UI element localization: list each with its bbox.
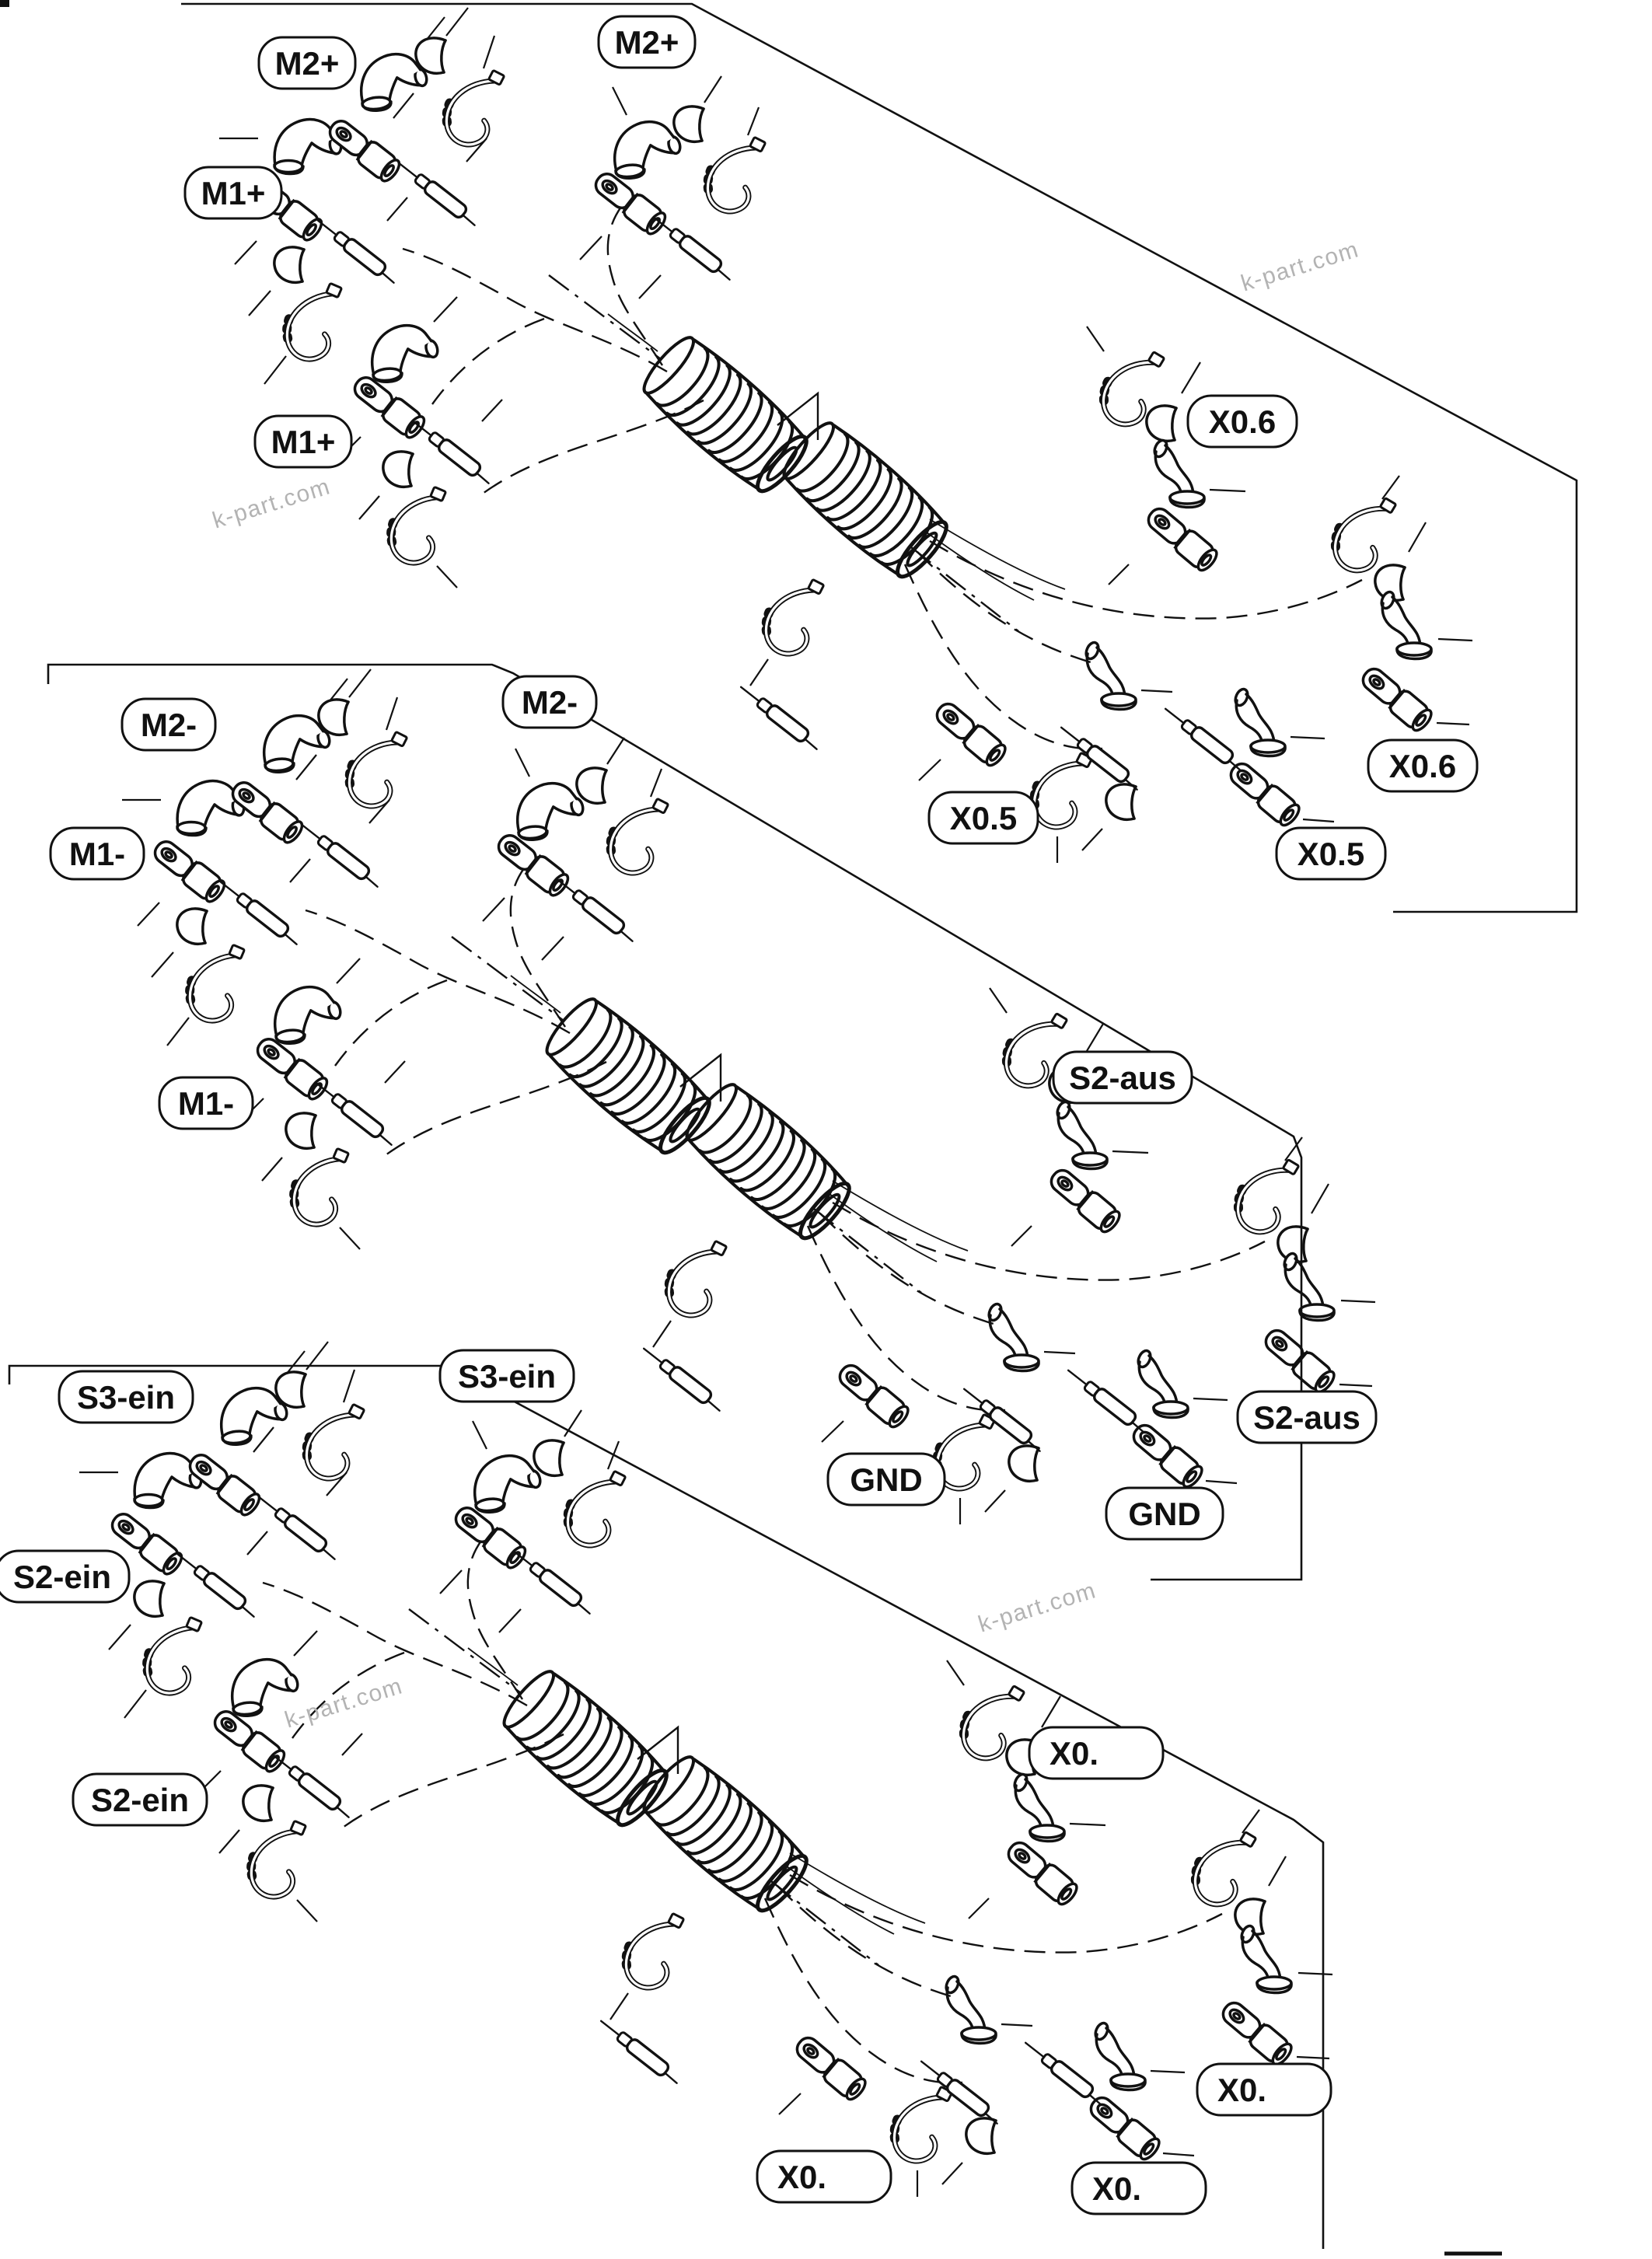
- callout-label: M1+: [253, 414, 353, 469]
- callout-bubble: [501, 675, 598, 729]
- callout-bubble: [58, 1370, 194, 1424]
- callout-text: X0.6: [1209, 403, 1276, 440]
- callout-bubble: [1070, 2161, 1207, 2215]
- callout-text: M1+: [201, 175, 266, 211]
- harness-top: M2+ M2+ M1+ M1+ X0.6X0.5 X0.6X0.5: [181, 2, 1578, 913]
- callout-bubble: [826, 1452, 946, 1507]
- callout-bubble: [72, 1772, 208, 1827]
- callout-text: M1-: [178, 1085, 234, 1122]
- callout-text: M2+: [275, 45, 340, 82]
- callout-text: X0.5: [1298, 836, 1364, 872]
- diagram-border: [47, 663, 1303, 1581]
- callout-bubble: [1052, 1050, 1193, 1105]
- watermark-text: k-part.com: [209, 473, 334, 533]
- callout-label: S2-aus: [1052, 1050, 1193, 1105]
- callout-label: X0.6: [1367, 738, 1479, 793]
- callout-label: S2-aus: [1236, 1390, 1378, 1444]
- harness-middle-kit-parts: [122, 669, 1375, 1524]
- callout-bubble: [927, 791, 1039, 845]
- callout-bubble: [183, 166, 283, 220]
- diagram-layer: M2+ M2+ M1+ M1+ X0.6X0.5 X0.6X0.5 M2- M2- M1- M1-…: [0, 2, 1578, 2249]
- callout-bubble: [257, 36, 357, 90]
- callout-label: S2-ein: [72, 1772, 208, 1827]
- callout-text: S2-aus: [1253, 1399, 1360, 1436]
- watermark-text: k-part.com: [1238, 236, 1362, 296]
- callout-label: X0.5: [1275, 826, 1387, 881]
- callout-bubble: [1196, 2062, 1332, 2117]
- callout-label: M2-: [120, 697, 217, 752]
- callout-bubble: [1236, 1390, 1378, 1444]
- callout-bubble: [1028, 1726, 1165, 1780]
- callout-label: X0.: [1070, 2161, 1207, 2215]
- callout-text: S3-ein: [458, 1358, 556, 1395]
- callout-label: S2-ein: [0, 1549, 131, 1604]
- callout-text: X0.5: [950, 800, 1017, 836]
- callout-label: GND: [826, 1452, 946, 1507]
- callout-text: S2-aus: [1069, 1060, 1176, 1096]
- callout-text: X0.: [1050, 1735, 1098, 1772]
- callout-text: X0.: [1217, 2072, 1266, 2108]
- diagram-border: [8, 1364, 1325, 2249]
- callout-label: S3-ein: [438, 1349, 575, 1403]
- callout-bubble: [158, 1076, 254, 1130]
- callout-bubble: [0, 1549, 131, 1604]
- callout-label: X0.: [756, 2149, 892, 2204]
- callout-label: X0.: [1028, 1726, 1165, 1780]
- callout-label: M1+: [183, 166, 283, 220]
- callout-label: X0.5: [927, 791, 1039, 845]
- watermark-text: k-part.com: [281, 1673, 406, 1733]
- callout-text: GND: [850, 1461, 922, 1498]
- callout-label: M1-: [49, 826, 145, 881]
- callout-text: M1-: [69, 836, 125, 872]
- callout-text: S2-ein: [13, 1559, 111, 1595]
- callout-label: X0.6: [1186, 394, 1298, 449]
- callout-text: M2-: [522, 684, 578, 721]
- callout-bubble: [1186, 394, 1298, 449]
- callout-bubble: [1105, 1486, 1224, 1541]
- callout-bubble: [253, 414, 353, 469]
- callout-bubble: [1367, 738, 1479, 793]
- callout-label: M1-: [158, 1076, 254, 1130]
- callout-bubble: [120, 697, 217, 752]
- callout-text: M2+: [615, 24, 679, 61]
- callout-bubble: [756, 2149, 892, 2204]
- callout-text: X0.6: [1389, 748, 1456, 784]
- watermark-text: k-part.com: [975, 1577, 1099, 1637]
- callout-text: GND: [1128, 1496, 1200, 1532]
- callout-text: X0.: [1092, 2170, 1141, 2207]
- diagram-border: [181, 2, 1578, 913]
- callout-label: M2+: [257, 36, 357, 90]
- page-marks-layer: [0, 0, 1502, 2256]
- callout-text: M2-: [141, 707, 197, 743]
- callout-text: S2-ein: [91, 1782, 189, 1818]
- callout-bubble: [597, 15, 697, 69]
- callout-bubble: [438, 1349, 575, 1403]
- callout-bubble: [49, 826, 145, 881]
- callout-label: S3-ein: [58, 1370, 194, 1424]
- callout-label: X0.: [1196, 2062, 1332, 2117]
- callout-text: X0.: [777, 2159, 826, 2195]
- page-corner-mark: [0, 0, 9, 7]
- callout-bubble: [1275, 826, 1387, 881]
- callout-label: GND: [1105, 1486, 1224, 1541]
- callout-text: M1+: [271, 424, 336, 460]
- callout-text: S3-ein: [77, 1379, 175, 1416]
- callout-label: M2-: [501, 675, 598, 729]
- callout-label: M2+: [597, 15, 697, 69]
